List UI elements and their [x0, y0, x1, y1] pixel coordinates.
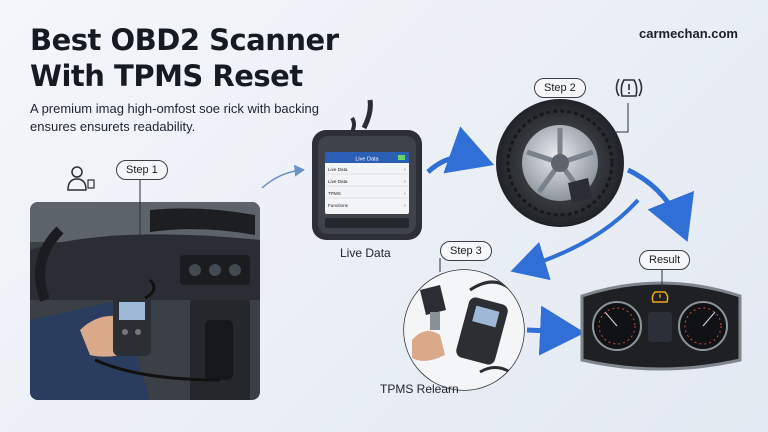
arrow-car-to-scanner	[261, 164, 305, 189]
step2-label: Step 2	[534, 78, 586, 98]
car-interior-image	[30, 202, 260, 400]
arrow-relearn-to-dashboard	[526, 305, 585, 356]
tpms-relearn-caption: TPMS Relearn	[380, 382, 459, 396]
arrow-scanner-to-tire	[426, 126, 495, 174]
tpms-warning-icon	[615, 78, 643, 97]
step3-label: Step 3	[440, 241, 492, 261]
result-label: Result	[639, 250, 691, 270]
screen-row-4: Functions	[328, 203, 349, 208]
svg-text:›: ›	[404, 191, 406, 197]
title-line-1: Best OBD2 Scanner	[30, 23, 339, 57]
tpms-relearn-image	[403, 269, 525, 391]
arrow-to-relearn	[510, 198, 640, 281]
page-title: Best OBD2 Scanner With TPMS Reset	[30, 22, 339, 94]
step2-connector	[598, 103, 629, 133]
technician-icon	[67, 166, 95, 191]
subtitle-text: A premium imag high-omfost soe rick with…	[30, 101, 320, 134]
title-line-2: With TPMS Reset	[30, 59, 303, 93]
step1-connector	[139, 178, 175, 276]
scanner-device	[312, 99, 422, 240]
screen-row-2: Live Data	[328, 179, 348, 184]
arrow-tire-to-result	[626, 167, 695, 242]
scanner-screen-rows: Live Data Live Data TPMS Functions › › ›…	[326, 167, 408, 209]
step1-label: Step 1	[116, 160, 168, 180]
site-name: carmechan.com	[639, 26, 738, 41]
tire-image	[496, 99, 624, 227]
svg-text:›: ›	[404, 179, 406, 185]
dashboard-image	[580, 281, 742, 371]
scanner-screen-header: Live Data	[355, 157, 379, 163]
live-data-caption: Live Data	[340, 246, 391, 260]
svg-text:›: ›	[404, 203, 406, 209]
screen-row-3: TPMS	[328, 191, 341, 196]
svg-text:›: ›	[404, 167, 406, 173]
screen-row-1: Live Data	[328, 167, 348, 172]
